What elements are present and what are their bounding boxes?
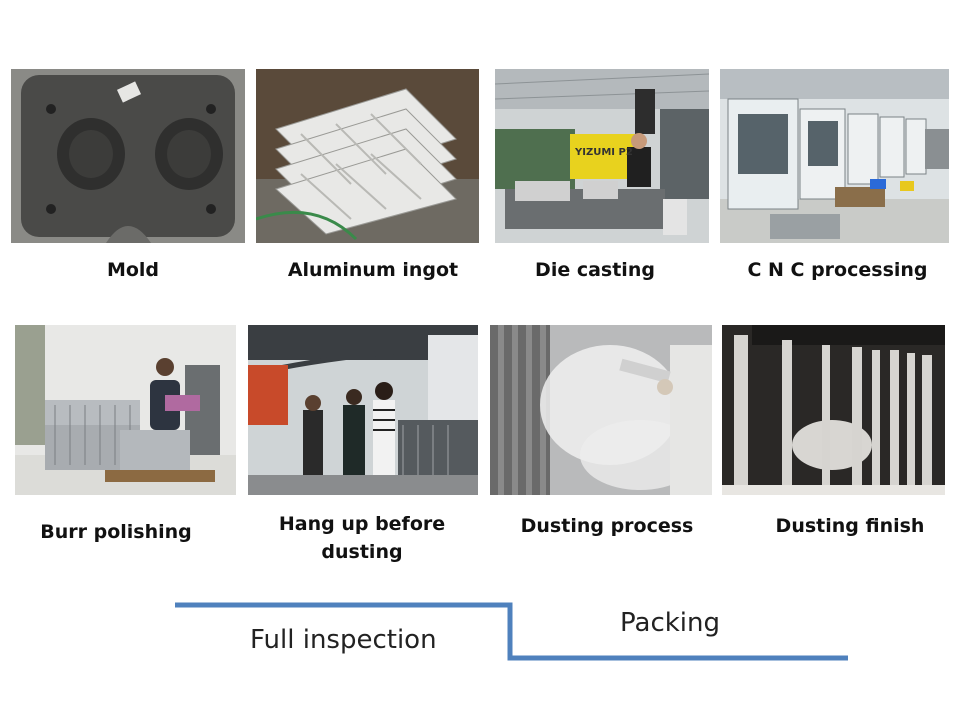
step-label-dusting-process: Dusting process [520, 515, 694, 537]
step-label-cnc-processing: C N C processing [747, 259, 928, 281]
aluminum-ingot-photo [256, 69, 479, 243]
step-label-hang-up: Hang up before dusting [278, 513, 446, 563]
dusting-process-photo [490, 325, 712, 495]
step-label-aluminum-ingot: Aluminum ingot [287, 259, 459, 281]
burr-polishing-photo [15, 325, 236, 495]
mold-photo [11, 69, 245, 243]
step-label-burr-polishing: Burr polishing [40, 521, 192, 543]
full-inspection-label: Full inspection [250, 625, 437, 655]
step-label-die-casting: Die casting [535, 259, 655, 281]
cnc-processing-photo [720, 69, 949, 243]
step-label-dusting-finish: Dusting finish [775, 515, 925, 537]
packing-label: Packing [620, 608, 721, 638]
step-label-mold: Mold [106, 259, 160, 281]
die-casting-photo: YIZUMI P2 [495, 69, 709, 243]
machine-brand-text: YIZUMI P2 [574, 147, 633, 158]
hang-up-photo [248, 325, 478, 495]
dusting-finish-photo [722, 325, 945, 495]
